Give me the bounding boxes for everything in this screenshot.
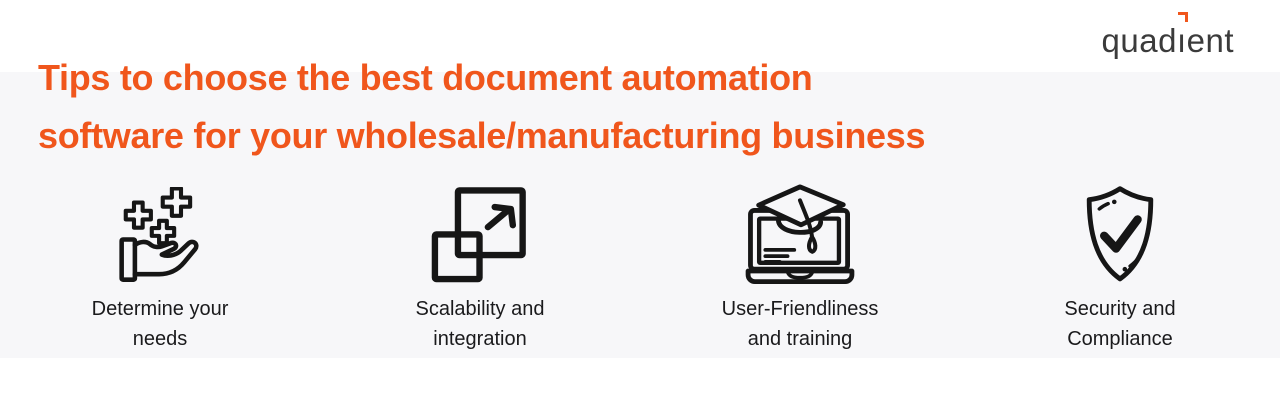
laptop-graduation-icon: [745, 178, 855, 290]
feature-security: Security and Compliance: [960, 178, 1280, 354]
feature-label: Determine your needs: [91, 298, 229, 350]
feature-determine-needs: Determine your needs: [0, 178, 320, 354]
logo-text-right: ent: [1186, 22, 1234, 59]
feature-label: Scalability and integration: [415, 298, 545, 350]
logo-letter-i: ı: [1177, 12, 1188, 60]
feature-label: Security and Compliance: [1064, 298, 1176, 350]
shield-check-icon: [1076, 178, 1164, 290]
logo-text-left: quad: [1101, 22, 1177, 59]
feature-scalability: Scalability and integration: [320, 178, 640, 354]
scale-squares-icon: [431, 178, 529, 290]
page-title-line1: Tips to choose the best document automat…: [38, 57, 813, 98]
hand-sparkles-icon: [118, 178, 202, 290]
feature-label: User-Friendliness and training: [721, 298, 879, 350]
background-band: [0, 72, 1280, 358]
page-title-line2: software for your wholesale/manufacturin…: [38, 115, 926, 156]
page-title: Tips to choose the best document automat…: [38, 49, 1078, 165]
logo-accent-icon: [1177, 12, 1188, 22]
features-row: Determine your needs Scalability and int…: [0, 178, 1280, 354]
feature-user-friendliness: User-Friendliness and training: [640, 178, 960, 354]
